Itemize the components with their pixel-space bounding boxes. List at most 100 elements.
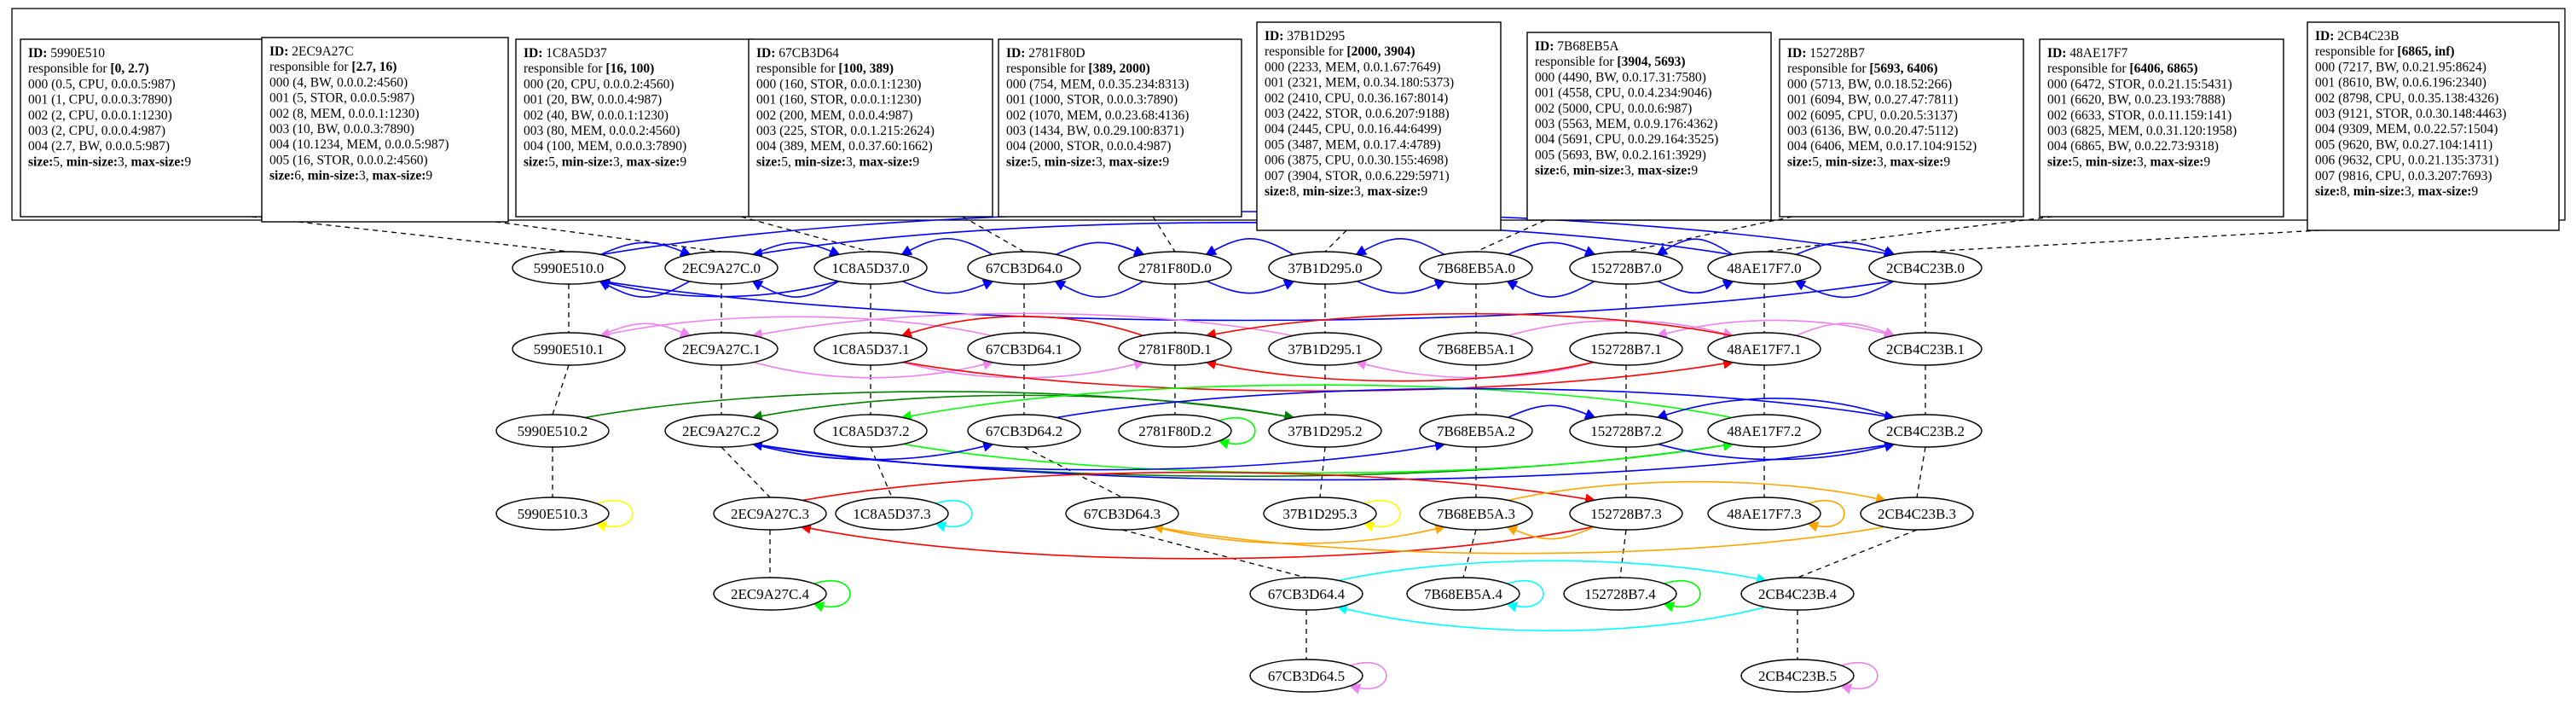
routing-edge [1355, 279, 1446, 294]
routing-edge [1055, 387, 1896, 422]
node-label: 2CB4C23B.1 [1886, 341, 1965, 357]
info-box-entry: 000 (754, MEM, 0.0.35.234:8313) [1006, 77, 1189, 91]
info-box-entry: 007 (9816, CPU, 0.0.3.207:7693) [2315, 169, 2492, 183]
graph-node: 7B68EB5A.2 [1419, 414, 1533, 448]
info-box-range: responsible for [389, 2000) [1006, 61, 1150, 76]
info-box-entry: 000 (4, BW, 0.0.0.2:4560) [269, 75, 408, 90]
graph-node: 2EC9A27C.2 [664, 414, 779, 448]
info-box-entry: 001 (20, BW, 0.0.0.4:987) [524, 93, 662, 107]
self-loop-edge [1218, 416, 1256, 450]
graph-node: 2CB4C23B.4 [1740, 577, 1855, 611]
info-box-size-line: size:8, min-size:3, max-size:9 [2315, 184, 2478, 199]
graph-node: 7B68EB5A.0 [1419, 251, 1533, 285]
graph-node: 152728B7.3 [1569, 497, 1683, 531]
node-ellipse [967, 251, 1081, 285]
node-label: 67CB3D64.3 [1084, 506, 1161, 522]
info-box-size-line: size:6, min-size:3, max-size:9 [1535, 164, 1698, 178]
graph-node: 48AE17F7.3 [1707, 497, 1821, 531]
node-label: 67CB3D64.2 [986, 423, 1062, 439]
info-box-entry: 001 (2321, MEM, 0.0.34.180:5373) [1265, 76, 1454, 90]
routing-edge [583, 391, 1295, 422]
dashed-connector [1797, 529, 1918, 578]
routing-edge [599, 316, 993, 340]
node-label: 7B68EB5A.2 [1437, 423, 1515, 439]
info-box-entry: 001 (1000, STOR, 0.0.0.3:7890) [1006, 93, 1178, 107]
dashed-connector [1619, 529, 1627, 578]
graph-node: 5990E510.3 [495, 497, 610, 531]
dashed-connector [1152, 216, 1176, 253]
graph-node: 2CB4C23B.5 [1740, 659, 1855, 693]
node-label: 67CB3D64.1 [986, 341, 1062, 357]
info-box-entry: 002 (2410, CPU, 0.0.36.167:8014) [1265, 91, 1448, 106]
info-box-entry: 000 (5713, BW, 0.0.18.52:266) [1787, 77, 1952, 91]
node-ellipse [1707, 414, 1821, 448]
info-box-range: responsible for [2.7, 16) [269, 60, 397, 74]
info-box-entry: 001 (1, CPU, 0.0.0.3:7890) [28, 93, 172, 107]
node-ellipse [664, 414, 779, 448]
info-box-entry: 005 (3487, MEM, 0.0.17.4:4789) [1265, 137, 1441, 152]
info-box-entry: 000 (160, STOR, 0.0.0.1:1230) [756, 77, 921, 91]
node-label: 37B1D295.1 [1288, 341, 1362, 357]
routing-edge [1507, 480, 1887, 504]
node-label: 7B68EB5A.3 [1437, 506, 1515, 522]
graph-node: 37B1D295.0 [1268, 251, 1382, 285]
node-label: 5990E510.2 [518, 423, 588, 439]
info-box-size-line: size:5, min-size:3, max-size:9 [2047, 154, 2210, 169]
routing-edge [752, 439, 1446, 471]
node-label: 152728B7.4 [1584, 586, 1656, 602]
graph-node: 2781F80D.2 [1118, 414, 1232, 448]
node-ellipse [1569, 251, 1683, 285]
graph-node: 37B1D295.2 [1268, 414, 1382, 448]
info-box-entry: 002 (6633, STOR, 0.0.11.159:141) [2047, 108, 2232, 123]
graph-node: 1C8A5D37.2 [813, 414, 928, 448]
graph-node: 2781F80D.1 [1118, 332, 1232, 366]
info-box-entry: 002 (40, BW, 0.0.0.1:1230) [524, 108, 669, 123]
routing-edge [599, 278, 840, 298]
self-loop-edge [1840, 661, 1878, 694]
dashed-connector [721, 446, 771, 498]
graph-node: 5990E510.0 [512, 251, 626, 285]
self-loop-edge [1807, 499, 1845, 532]
graph-node: 37B1D295.1 [1268, 332, 1382, 366]
dashed-connector [1324, 229, 1347, 253]
node-ellipse [495, 414, 610, 448]
info-box-entry: 003 (9121, STOR, 0.0.30.148:4463) [2315, 107, 2506, 121]
node-ellipse [495, 497, 610, 531]
node-label: 2781F80D.1 [1138, 341, 1211, 357]
graph-node: 48AE17F7.2 [1707, 414, 1821, 448]
info-box-id: ID: 48AE17F7 [2047, 46, 2128, 61]
info-box-entry: 004 (6406, MEM, 0.0.17.104:9152) [1787, 139, 1977, 154]
graph-node: 67CB3D64.0 [967, 251, 1081, 285]
node-ellipse [1419, 332, 1533, 366]
info-box-entry: 002 (8798, CPU, 0.0.35.138:4326) [2315, 91, 2498, 106]
self-loop-edge [1363, 499, 1401, 532]
graph-node: 7B68EB5A.3 [1419, 497, 1533, 531]
node-ellipse [1419, 251, 1533, 285]
routing-edge [801, 471, 1596, 505]
graph-node: 48AE17F7.0 [1707, 251, 1821, 285]
routing-edge [751, 280, 841, 298]
node-label: 5990E510.1 [534, 341, 605, 357]
graph-node: 1C8A5D37.1 [813, 332, 928, 366]
self-loop-edge [1663, 579, 1701, 613]
graph-node: 5990E510.1 [512, 332, 626, 366]
routing-edge [1153, 523, 1446, 544]
dashed-connector [1475, 219, 1546, 253]
node-label: 2CB4C23B.2 [1886, 423, 1965, 439]
info-box-entry: 002 (8, MEM, 0.0.0.1:1230) [269, 107, 420, 121]
node-label: 37B1D295.3 [1282, 506, 1357, 522]
info-box-range: responsible for [6406, 6865) [2047, 61, 2198, 76]
graph-node: 37B1D295.3 [1263, 497, 1377, 531]
node-ellipse [1569, 414, 1683, 448]
node-ellipse [1406, 577, 1520, 611]
info-box-entry: 000 (2233, MEM, 0.0.1.67:7649) [1265, 60, 1441, 74]
routing-edge [900, 384, 1734, 421]
info-box-entry: 003 (2, CPU, 0.0.0.4:987) [28, 124, 165, 138]
info-box-range: responsible for [0, 2.7) [28, 61, 149, 76]
routing-edge [1337, 560, 1768, 584]
node-ellipse [1563, 577, 1677, 611]
info-box-size-line: size:5, min-size:3, max-size:9 [28, 154, 191, 169]
